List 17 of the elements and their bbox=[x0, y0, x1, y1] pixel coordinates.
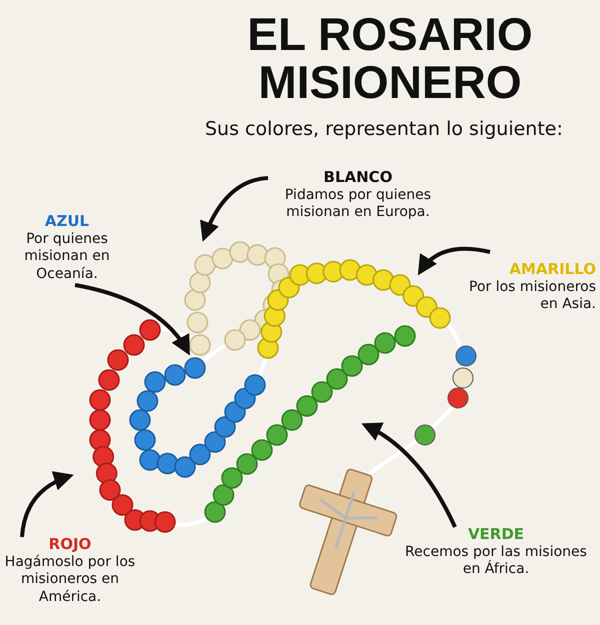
callout-heading: AZUL bbox=[44, 212, 90, 231]
callout-heading: ROJO bbox=[48, 535, 92, 554]
callout-heading: BLANCO bbox=[322, 168, 394, 187]
callout-heading: AMARILLO bbox=[508, 260, 596, 279]
arrow bbox=[20, 472, 74, 538]
arrow bbox=[200, 176, 268, 242]
callout-text: Por quienes misionan en Oceanía. bbox=[23, 230, 111, 284]
title: EL ROSARIO MISIONERO bbox=[246, 10, 534, 107]
callout-text: Por los misioneros en Asia. bbox=[468, 278, 596, 314]
callout-text: Recemos por las misiones en África. bbox=[404, 544, 588, 579]
callout-heading: VERDE bbox=[466, 525, 526, 544]
callout-text: Pidamos por quienes misionan en Europa. bbox=[284, 186, 432, 222]
callout-text: Hagámoslo por los misioneros en América. bbox=[4, 554, 136, 606]
subtitle: Sus colores, representan lo siguiente: bbox=[205, 118, 563, 140]
arrow bbox=[361, 423, 457, 528]
arrow bbox=[74, 283, 190, 356]
arrow bbox=[418, 246, 490, 276]
